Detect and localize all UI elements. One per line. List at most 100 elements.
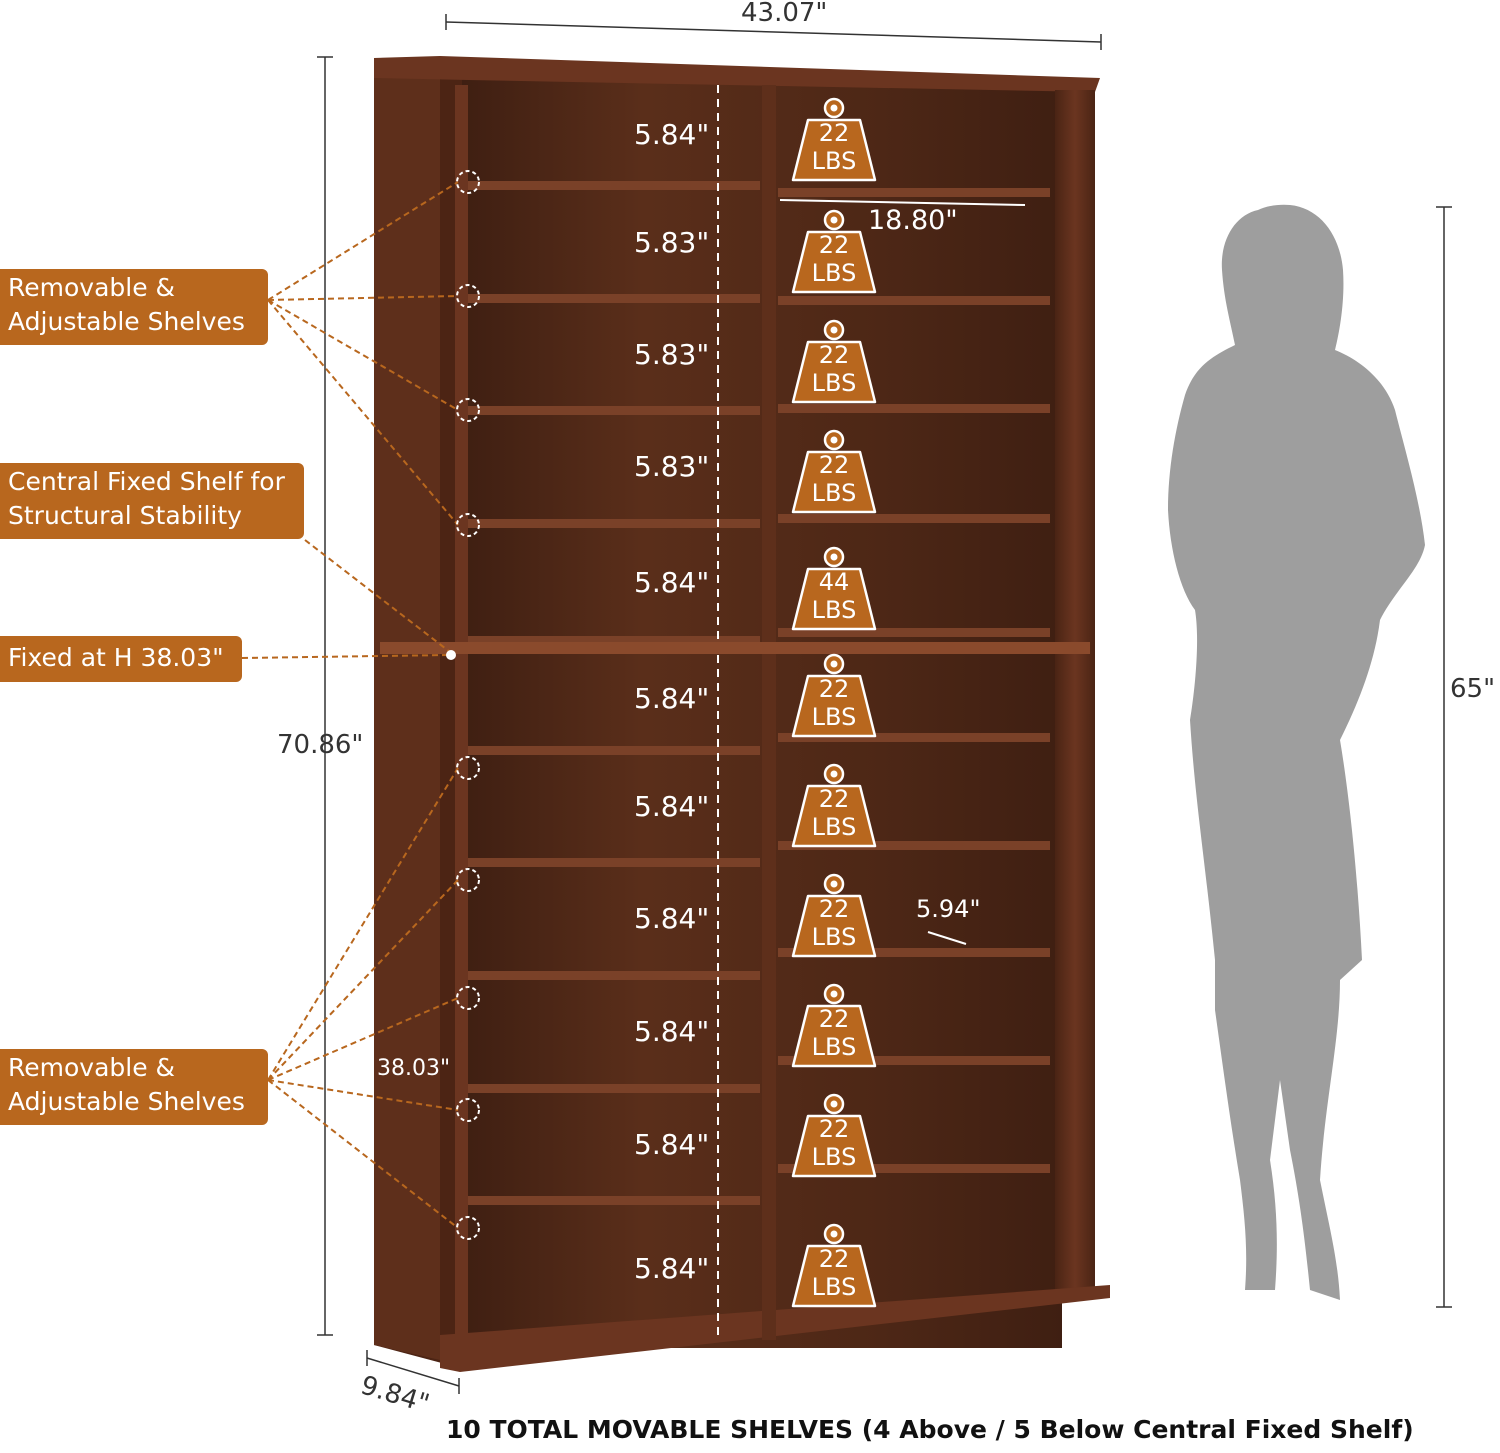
badge-weight-value: 44 bbox=[818, 568, 850, 596]
badge-weight-unit: LBS bbox=[811, 596, 857, 624]
compartment-height-label: 5.84" bbox=[634, 682, 710, 715]
callout-line-1: Fixed at H 38.03" bbox=[8, 643, 224, 672]
badge-weight-value: 22 bbox=[818, 1245, 850, 1273]
badge-weight-unit: LBS bbox=[811, 923, 857, 951]
shelf-right bbox=[778, 733, 1050, 742]
badge-weight-value: 22 bbox=[818, 1005, 850, 1033]
callout-line-2: Adjustable Shelves bbox=[8, 307, 245, 336]
leader-line bbox=[267, 299, 459, 526]
shelf-width-label: 18.80" bbox=[868, 205, 958, 236]
shelf-depth-line bbox=[927, 931, 967, 945]
shelf-right bbox=[778, 188, 1050, 197]
width-label: 43.07" bbox=[741, 0, 828, 28]
shelf-marker-circle bbox=[456, 398, 480, 422]
badge-weight-unit: LBS bbox=[811, 147, 857, 175]
bookcase bbox=[374, 56, 1110, 1372]
shelf-left bbox=[468, 1196, 760, 1205]
height-label: 70.86" bbox=[277, 730, 364, 760]
badge-weight-unit: LBS bbox=[811, 369, 857, 397]
badge-weight-value: 22 bbox=[818, 231, 850, 259]
shelf-marker-circle bbox=[456, 513, 480, 537]
badge-weight-unit: LBS bbox=[811, 259, 857, 287]
badge-weight-value: 22 bbox=[818, 119, 850, 147]
footer-caption: 10 TOTAL MOVABLE SHELVES (4 Above / 5 Be… bbox=[446, 1415, 1414, 1444]
callout-line-2: Adjustable Shelves bbox=[8, 1087, 245, 1116]
callout-line-1: Removable & bbox=[8, 273, 176, 302]
leader-line bbox=[304, 539, 451, 653]
fixed-shelf-point bbox=[446, 650, 456, 660]
shelf-right bbox=[778, 948, 1050, 957]
shelf-right bbox=[778, 296, 1050, 305]
compartment-height-label: 5.84" bbox=[634, 566, 710, 599]
shelf-left bbox=[468, 406, 760, 415]
shelf-left bbox=[468, 636, 760, 645]
callout-lower-removable-shelves: Removable & Adjustable Shelves bbox=[0, 1049, 268, 1125]
compartment-height-label: 5.84" bbox=[634, 1252, 710, 1285]
leader-line bbox=[267, 181, 459, 301]
shelf-left bbox=[468, 746, 760, 755]
shelf-left bbox=[468, 1084, 760, 1093]
badge-weight-value: 22 bbox=[818, 341, 850, 369]
callout-leader-lines bbox=[241, 170, 480, 1240]
compartment-height-label: 5.83" bbox=[634, 226, 710, 259]
callout-line-1: Removable & bbox=[8, 1053, 176, 1082]
person-height-label: 65" bbox=[1450, 674, 1496, 704]
shelf-left bbox=[468, 858, 760, 867]
shelf-left bbox=[468, 181, 760, 190]
compartment-height-label: 5.83" bbox=[634, 450, 710, 483]
compartment-height-label: 5.84" bbox=[634, 118, 710, 151]
compartment-height-label: 5.84" bbox=[634, 902, 710, 935]
badge-weight-unit: LBS bbox=[811, 703, 857, 731]
shelf-right bbox=[778, 1056, 1050, 1065]
shelf-marker-circle bbox=[456, 1098, 480, 1122]
badge-weight-value: 22 bbox=[818, 785, 850, 813]
shelf-marker-circle bbox=[456, 284, 480, 308]
leader-line bbox=[267, 997, 459, 1081]
badge-weight-unit: LBS bbox=[811, 479, 857, 507]
leader-line bbox=[267, 1079, 459, 1229]
person-height-dimension-line bbox=[1436, 206, 1452, 1308]
compartment-height-label: 5.83" bbox=[634, 338, 710, 371]
leader-line bbox=[267, 295, 459, 301]
shelf-right bbox=[778, 1164, 1050, 1173]
badge-weight-value: 22 bbox=[818, 895, 850, 923]
shelf-marker-circle bbox=[456, 170, 480, 194]
leader-line bbox=[241, 654, 451, 659]
shelf-marker-circle bbox=[456, 756, 480, 780]
badge-weight-value: 22 bbox=[818, 675, 850, 703]
shelf-marker-circle bbox=[456, 1216, 480, 1240]
callout-central-fixed-shelf: Central Fixed Shelf for Structural Stabi… bbox=[0, 463, 304, 539]
central-height-label: 38.03" bbox=[377, 1056, 451, 1081]
shelf-depth-label: 5.94" bbox=[916, 895, 981, 923]
shelf-width-line bbox=[779, 199, 1026, 206]
shelf-marker-circle bbox=[456, 986, 480, 1010]
shelves bbox=[380, 85, 1090, 1335]
callout-line-1: Central Fixed Shelf for bbox=[8, 467, 285, 496]
leader-line bbox=[267, 1079, 459, 1111]
compartment-height-label: 5.84" bbox=[634, 1015, 710, 1048]
shelf-right bbox=[778, 628, 1050, 637]
central-fixed-shelf bbox=[380, 642, 1090, 654]
leader-line bbox=[267, 879, 459, 1081]
person-silhouette bbox=[1168, 204, 1425, 1301]
badge-weight-unit: LBS bbox=[811, 1273, 857, 1301]
shelf-right bbox=[778, 514, 1050, 523]
shelf-right bbox=[778, 404, 1050, 413]
badge-weight-unit: LBS bbox=[811, 813, 857, 841]
callout-fixed-height: Fixed at H 38.03" bbox=[0, 636, 242, 682]
shelf-left bbox=[468, 519, 760, 528]
leader-line bbox=[267, 299, 459, 411]
shelf-right bbox=[778, 841, 1050, 850]
